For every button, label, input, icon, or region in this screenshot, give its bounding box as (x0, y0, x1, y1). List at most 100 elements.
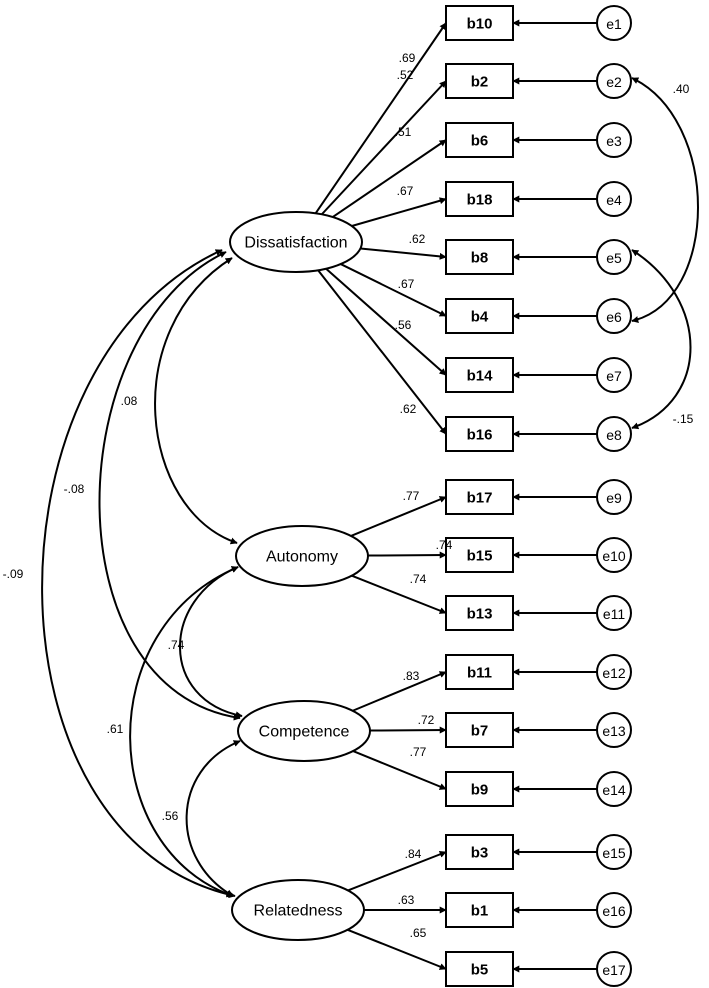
loading-value: .51 (395, 125, 412, 139)
loading-value: .84 (405, 847, 422, 861)
error-label: e15 (602, 845, 626, 861)
loading-value: .69 (399, 51, 416, 65)
factor-correlation-path (179, 566, 243, 719)
error-circle (596, 357, 632, 393)
loading-value: .62 (409, 232, 426, 246)
item-label: b10 (467, 16, 493, 33)
item-label: b1 (471, 903, 489, 920)
item-label: b13 (467, 606, 493, 623)
loading-path (360, 247, 447, 260)
error-circle (596, 771, 632, 807)
factor-correlation-value: .56 (162, 809, 179, 823)
item-box (445, 654, 514, 690)
factor-correlation-value: .08 (121, 394, 138, 408)
error-label: e6 (606, 309, 622, 325)
error-label: e14 (602, 782, 626, 798)
item-label: b4 (471, 309, 489, 326)
factor-correlation-value: -.08 (64, 482, 85, 496)
loading-path (369, 726, 447, 734)
loading-path (325, 267, 447, 376)
factor-correlation-path (98, 251, 241, 721)
error-circle (596, 537, 632, 573)
factor-ellipse (231, 879, 365, 941)
loading-path (340, 263, 447, 317)
error-circle (596, 595, 632, 631)
loading-path (367, 551, 447, 559)
item-box (445, 357, 514, 393)
error-label: e10 (602, 548, 626, 564)
loading-value: .74 (436, 538, 453, 552)
loading-value: .77 (403, 489, 420, 503)
item-label: b9 (471, 782, 489, 799)
factor-label: Dissatisfaction (244, 235, 347, 252)
error-circle (596, 479, 632, 515)
item-label: b16 (467, 427, 493, 444)
factor-correlation-path (41, 249, 236, 899)
error-covariance-value: .40 (673, 82, 690, 96)
item-label: b11 (467, 665, 492, 682)
item-label: b2 (471, 74, 489, 91)
item-box (445, 239, 514, 275)
item-label: b6 (471, 133, 489, 150)
error-label: e13 (602, 723, 626, 739)
error-circle (596, 834, 632, 870)
item-box (445, 834, 514, 870)
factor-correlation-value: .74 (168, 638, 185, 652)
factor-correlation-value: .61 (107, 722, 124, 736)
loading-value: .63 (398, 893, 415, 907)
error-covariance-path (631, 249, 692, 430)
loading-path (351, 574, 447, 614)
item-box (445, 5, 514, 41)
error-circle (596, 181, 632, 217)
factor-ellipse (235, 525, 369, 587)
item-label: b7 (471, 723, 489, 740)
item-box (445, 892, 514, 928)
loading-value: .56 (395, 318, 412, 332)
error-circle (596, 892, 632, 928)
loading-value: .67 (398, 277, 415, 291)
error-label: e8 (606, 427, 622, 443)
loading-path (317, 269, 447, 435)
item-label: b18 (467, 192, 493, 209)
factor-correlation-value: -.09 (3, 567, 24, 581)
item-box (445, 181, 514, 217)
factor-ellipse (229, 211, 363, 273)
error-covariance-value: -.15 (673, 412, 694, 426)
error-label: e1 (606, 16, 622, 32)
item-box (445, 771, 514, 807)
loading-path (347, 928, 447, 970)
loading-path (352, 671, 447, 712)
error-label: e2 (606, 74, 622, 90)
error-label: e12 (602, 665, 626, 681)
item-box (445, 298, 514, 334)
loading-path (321, 80, 447, 216)
error-label: e16 (602, 903, 626, 919)
error-label: e9 (606, 490, 622, 506)
item-box (445, 712, 514, 748)
item-box (445, 416, 514, 452)
loading-value: .72 (418, 713, 435, 727)
factor-ellipse (237, 700, 371, 762)
factor-correlation-path (154, 257, 238, 545)
error-label: e17 (602, 962, 626, 978)
item-label: b17 (467, 490, 493, 507)
error-circle (596, 416, 632, 452)
error-circle (596, 951, 632, 987)
factor-correlation-path (185, 740, 241, 897)
item-box (445, 479, 514, 515)
loading-value: .74 (410, 572, 427, 586)
factor-label: Competence (259, 724, 350, 741)
error-circle (596, 239, 632, 275)
item-label: b5 (471, 962, 489, 979)
item-label: b14 (467, 368, 494, 385)
loading-path (352, 750, 447, 790)
error-label: e5 (606, 250, 622, 266)
error-label: e11 (603, 606, 626, 622)
error-covariance-path (631, 77, 699, 323)
item-label: b8 (471, 250, 489, 267)
loading-value: .67 (397, 184, 414, 198)
error-circle (596, 654, 632, 690)
factor-label: Autonomy (266, 549, 338, 566)
error-label: e7 (606, 368, 622, 384)
